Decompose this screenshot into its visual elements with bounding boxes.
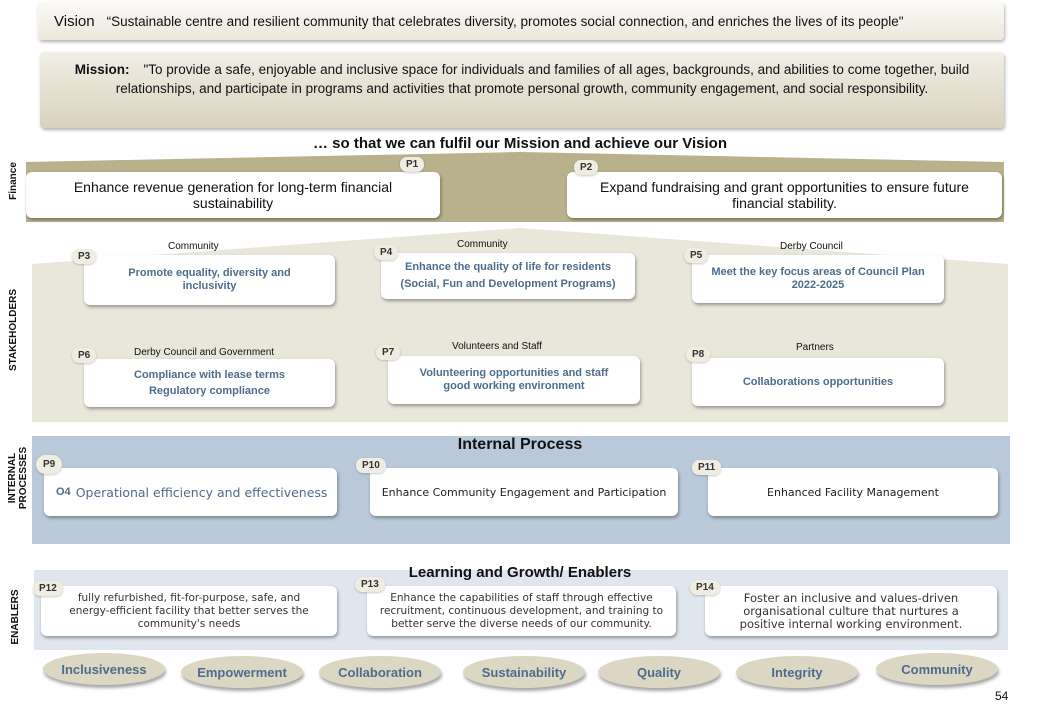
owner-p8: Partners xyxy=(796,342,834,353)
objective-p13-text: Enhance the capabilities of staff throug… xyxy=(379,591,664,630)
vision-banner: Vision “Sustainable centre and resilient… xyxy=(38,2,1004,40)
objective-p2[interactable]: Expand fundraising and grant opportuniti… xyxy=(567,172,1002,218)
owner-p5: Derby Council xyxy=(780,241,843,252)
objective-p10[interactable]: Enhance Community Engagement and Partici… xyxy=(370,468,678,516)
vision-label: Vision xyxy=(54,12,95,30)
objective-p3[interactable]: Promote equality, diversity and inclusiv… xyxy=(84,255,335,305)
objective-p10-text: Enhance Community Engagement and Partici… xyxy=(381,485,667,499)
learning-title: Learning and Growth/ Enablers xyxy=(408,564,632,581)
objective-p5-text: Meet the key focus areas of Council Plan… xyxy=(711,266,925,291)
owner-p6: Derby Council and Government xyxy=(134,347,275,358)
objective-p11-text: Enhanced Facility Management xyxy=(767,485,939,499)
objective-p1[interactable]: Enhance revenue generation for long-term… xyxy=(26,172,440,218)
owner-p7: Volunteers and Staff xyxy=(452,341,542,352)
objective-p8[interactable]: Collaborations opportunities xyxy=(692,358,944,406)
objective-p7[interactable]: Volunteering opportunities and staff goo… xyxy=(388,356,640,404)
objective-p4[interactable]: Enhance the quality of life for resident… xyxy=(381,253,635,299)
tag-p4: P4 xyxy=(374,245,399,260)
value-empowerment: Empowerment xyxy=(181,656,303,688)
value-quality: Quality xyxy=(598,656,720,688)
mission-label: Mission: xyxy=(74,62,130,77)
tag-p1: P1 xyxy=(400,157,425,172)
objective-p5[interactable]: Meet the key focus areas of Council Plan… xyxy=(692,255,944,303)
objective-p9[interactable]: O4 Operational efficiency and effectiven… xyxy=(44,468,337,516)
objective-p14[interactable]: Foster an inclusive and values-driven or… xyxy=(705,586,997,636)
tag-p6: P6 xyxy=(72,348,97,363)
internal-title: Internal Process xyxy=(457,436,583,453)
tag-p10: P10 xyxy=(356,458,386,473)
objective-p1-text: Enhance revenue generation for long-term… xyxy=(73,179,393,211)
objective-p14-text: Foster an inclusive and values-driven or… xyxy=(739,590,963,631)
objective-p2-text: Expand fundraising and grant opportuniti… xyxy=(600,179,969,211)
tag-p3: P3 xyxy=(72,249,97,264)
value-inclusiveness: Inclusiveness xyxy=(43,653,165,685)
tag-p8: P8 xyxy=(686,347,711,362)
objective-p4-text: Enhance the quality of life for resident… xyxy=(400,261,616,290)
objective-p12-text: fully refurbished, fit-for-purpose, safe… xyxy=(69,591,309,630)
objective-p6-text: Compliance with lease terms Regulatory c… xyxy=(134,369,285,397)
owner-p4: Community xyxy=(457,239,508,250)
tag-p9: P9 xyxy=(36,455,63,474)
objective-p13[interactable]: Enhance the capabilities of staff throug… xyxy=(367,586,676,636)
tag-p11: P11 xyxy=(692,460,722,475)
objective-p9-prefix: O4 xyxy=(56,486,71,498)
mission-text: "To provide a safe, enjoyable and inclus… xyxy=(115,62,970,96)
value-community: Community xyxy=(876,653,998,685)
tag-p14: P14 xyxy=(690,580,720,595)
objective-p8-text: Collaborations opportunities xyxy=(742,376,894,388)
objective-p9-text: Operational efficiency and effectiveness xyxy=(75,484,328,500)
tag-p13: P13 xyxy=(355,577,385,592)
value-integrity: Integrity xyxy=(736,656,858,688)
page-number: 54 xyxy=(995,689,1009,703)
mission-banner: Mission:"To provide a safe, enjoyable an… xyxy=(40,52,1004,128)
enablers-side-label: ENABLERS xyxy=(10,589,21,645)
finance-side-label: Finance xyxy=(8,162,19,200)
tag-p7: P7 xyxy=(376,345,401,360)
value-sustainability: Sustainability xyxy=(463,656,585,688)
objective-p6[interactable]: Compliance with lease terms Regulatory c… xyxy=(84,359,335,407)
tag-p5: P5 xyxy=(684,248,709,263)
tag-p12: P12 xyxy=(33,581,63,596)
value-collaboration: Collaboration xyxy=(319,656,441,688)
fulfil-heading: … so that we can fulfil our Mission and … xyxy=(313,135,727,152)
stakeholders-side-label: STAKEHOLDERS xyxy=(8,288,19,371)
objective-p11[interactable]: Enhanced Facility Management xyxy=(708,468,998,516)
tag-p2: P2 xyxy=(574,160,599,175)
owner-p3: Community xyxy=(168,241,219,252)
objective-p12[interactable]: fully refurbished, fit-for-purpose, safe… xyxy=(41,586,337,636)
objective-p7-text: Volunteering opportunities and staff goo… xyxy=(419,367,609,392)
vision-text: “Sustainable centre and resilient commun… xyxy=(106,13,904,29)
objective-p3-text: Promote equality, diversity and inclusiv… xyxy=(128,267,291,292)
